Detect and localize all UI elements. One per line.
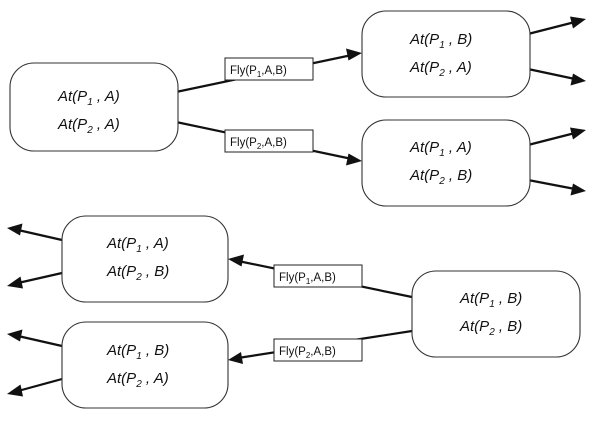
fact-post: , B) — [495, 318, 523, 335]
state-node-s1: At(P1 , A) At(P2 , A) — [9, 62, 179, 152]
state-node-s6: At(P1 , B) At(P2 , B) — [411, 270, 581, 358]
fact-pre: At(P — [57, 88, 87, 105]
edge-s4-out-up — [17, 228, 63, 242]
edge-s4-out-down — [17, 271, 63, 285]
fact-pre: At(P — [57, 116, 87, 133]
fact-pre: At(P — [106, 370, 136, 387]
action-box-a4: Fly(P2,A,B) — [273, 338, 363, 362]
svg-text:Fly(P1,A,B): Fly(P1,A,B) — [230, 65, 287, 79]
fact-pre: At(P — [409, 59, 439, 76]
fact-post: , A) — [142, 370, 169, 387]
state-node-s3: At(P1 , A) At(P2 , B) — [361, 119, 531, 207]
edge-s5-out-down — [17, 377, 63, 393]
fact-post: , A) — [93, 116, 120, 133]
fact-sub: 1 — [489, 299, 495, 310]
fact-sub: 1 — [136, 244, 142, 255]
arrowhead — [570, 73, 586, 86]
fact-sub: 2 — [438, 176, 445, 187]
action-box-a3: Fly(P1,A,B) — [273, 264, 363, 288]
state-node-s5: At(P1 , B) At(P2 , A) — [61, 321, 229, 409]
fact-sub: 1 — [87, 97, 93, 108]
arrowhead — [570, 127, 586, 140]
svg-text:Fly(P2,A,B): Fly(P2,A,B) — [279, 346, 336, 360]
arrowhead — [7, 276, 23, 289]
edge-s2-out-down — [527, 67, 576, 81]
fact-pre: At(P — [106, 342, 136, 359]
fact-pre: At(P — [106, 235, 136, 252]
svg-text:At(P2 , B): At(P2 , B) — [106, 263, 169, 283]
svg-text:Fly(P2,A,B): Fly(P2,A,B) — [230, 137, 287, 151]
svg-text:At(P2 , B): At(P2 , B) — [409, 167, 472, 187]
fact-post: , A) — [142, 235, 169, 252]
svg-text:At(P1 , A): At(P1 , A) — [57, 88, 120, 108]
action-label-post: ,A,B) — [310, 346, 336, 358]
arrowhead — [7, 223, 23, 236]
fact-sub: 1 — [439, 148, 445, 159]
edge-s3-out-up — [527, 131, 576, 147]
edge-s3-out-down — [527, 178, 576, 191]
arrowhead — [7, 329, 23, 342]
arrowhead — [570, 16, 586, 29]
action-label-post: ,A,B) — [310, 272, 336, 284]
fact-sub: 2 — [135, 272, 142, 283]
action-label-sub: 2 — [306, 351, 311, 360]
fact-pre: At(P — [409, 167, 439, 184]
fact-pre: At(P — [409, 139, 439, 156]
action-label-pre: Fly(P — [279, 346, 306, 358]
fact-pre: At(P — [409, 31, 439, 48]
edge-s2-out-up — [527, 20, 576, 36]
action-label-pre: Fly(P — [230, 65, 257, 77]
fact-post: , B) — [142, 342, 170, 359]
fact-post: , B) — [445, 31, 473, 48]
fact-sub: 1 — [439, 40, 445, 51]
action-label-sub: 1 — [306, 277, 311, 286]
fact-post: , A) — [445, 59, 472, 76]
arrowhead — [346, 153, 362, 166]
action-label-pre: Fly(P — [279, 272, 306, 284]
action-label-sub: 2 — [257, 142, 262, 151]
arrowhead — [346, 48, 362, 61]
svg-text:At(P2 , A): At(P2 , A) — [409, 59, 472, 79]
action-label-post: ,A,B) — [261, 65, 287, 77]
svg-text:At(P1 , B): At(P1 , B) — [409, 31, 472, 51]
fact-sub: 2 — [438, 68, 445, 79]
svg-text:At(P1 , A): At(P1 , A) — [409, 139, 472, 159]
fact-post: , B) — [495, 290, 523, 307]
action-box-a1: Fly(P1,A,B) — [224, 57, 314, 81]
edge-s5-out-up — [17, 334, 63, 348]
arrowhead — [7, 384, 23, 397]
svg-text:At(P2 , A): At(P2 , A) — [106, 370, 169, 390]
action-label-pre: Fly(P — [230, 137, 257, 149]
fact-post: , B) — [142, 263, 170, 280]
svg-text:At(P2 , B): At(P2 , B) — [459, 318, 522, 338]
fact-pre: At(P — [106, 263, 136, 280]
svg-text:Fly(P1,A,B): Fly(P1,A,B) — [279, 272, 336, 286]
svg-text:At(P2 , A): At(P2 , A) — [57, 116, 120, 136]
fact-sub: 2 — [86, 125, 93, 136]
state-node-s2: At(P1 , B) At(P2 , A) — [361, 10, 531, 98]
svg-text:At(P1 , B): At(P1 , B) — [106, 342, 169, 362]
fact-pre: At(P — [459, 290, 489, 307]
fact-post: , B) — [445, 167, 473, 184]
action-box-a2: Fly(P2,A,B) — [224, 129, 314, 153]
action-label-sub: 1 — [257, 70, 262, 79]
arrowhead — [570, 183, 586, 196]
action-label-post: ,A,B) — [261, 137, 287, 149]
fact-sub: 1 — [136, 351, 142, 362]
arrowhead — [228, 352, 243, 364]
fact-sub: 2 — [488, 327, 495, 338]
svg-text:At(P1 , A): At(P1 , A) — [106, 235, 169, 255]
state-node-s4: At(P1 , A) At(P2 , B) — [61, 215, 229, 303]
fact-pre: At(P — [459, 318, 489, 335]
fact-sub: 2 — [135, 379, 142, 390]
fact-post: , A) — [93, 88, 120, 105]
arrowhead — [228, 254, 244, 267]
svg-text:At(P1 , B): At(P1 , B) — [459, 290, 522, 310]
fact-post: , A) — [445, 139, 472, 156]
